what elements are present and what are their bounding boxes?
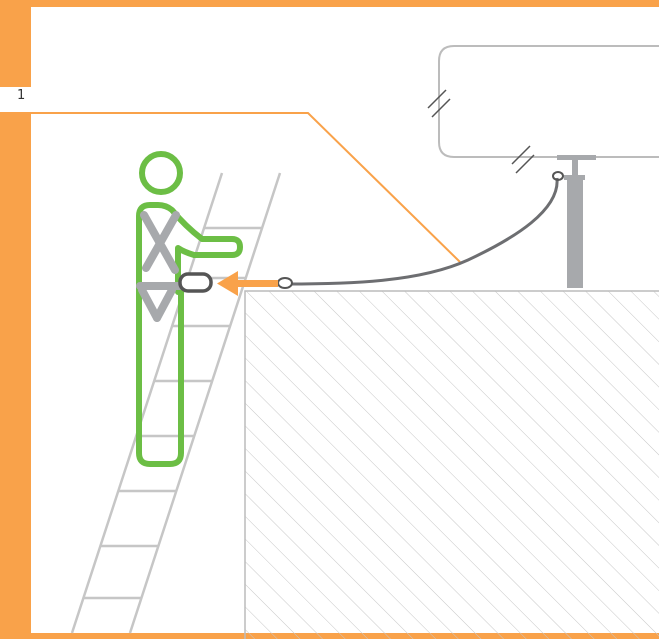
safety-harness-icon — [136, 211, 184, 322]
step-number: 1 — [17, 88, 26, 103]
overhead-beam — [438, 45, 659, 158]
callout-line — [0, 112, 461, 263]
lanyard-cable-icon — [277, 171, 564, 289]
step-sidebar-upper — [0, 0, 31, 87]
break-mark-upper — [427, 89, 451, 118]
step-sidebar-lower — [0, 114, 31, 639]
break-mark-lower — [511, 145, 535, 174]
harness-d-ring — [178, 272, 213, 293]
worker-on-ladder-icon — [136, 151, 243, 467]
left-arrow-icon — [217, 271, 278, 296]
anchor-post-icon — [557, 155, 596, 288]
roof-structure — [244, 290, 659, 642]
top-border — [0, 0, 659, 7]
